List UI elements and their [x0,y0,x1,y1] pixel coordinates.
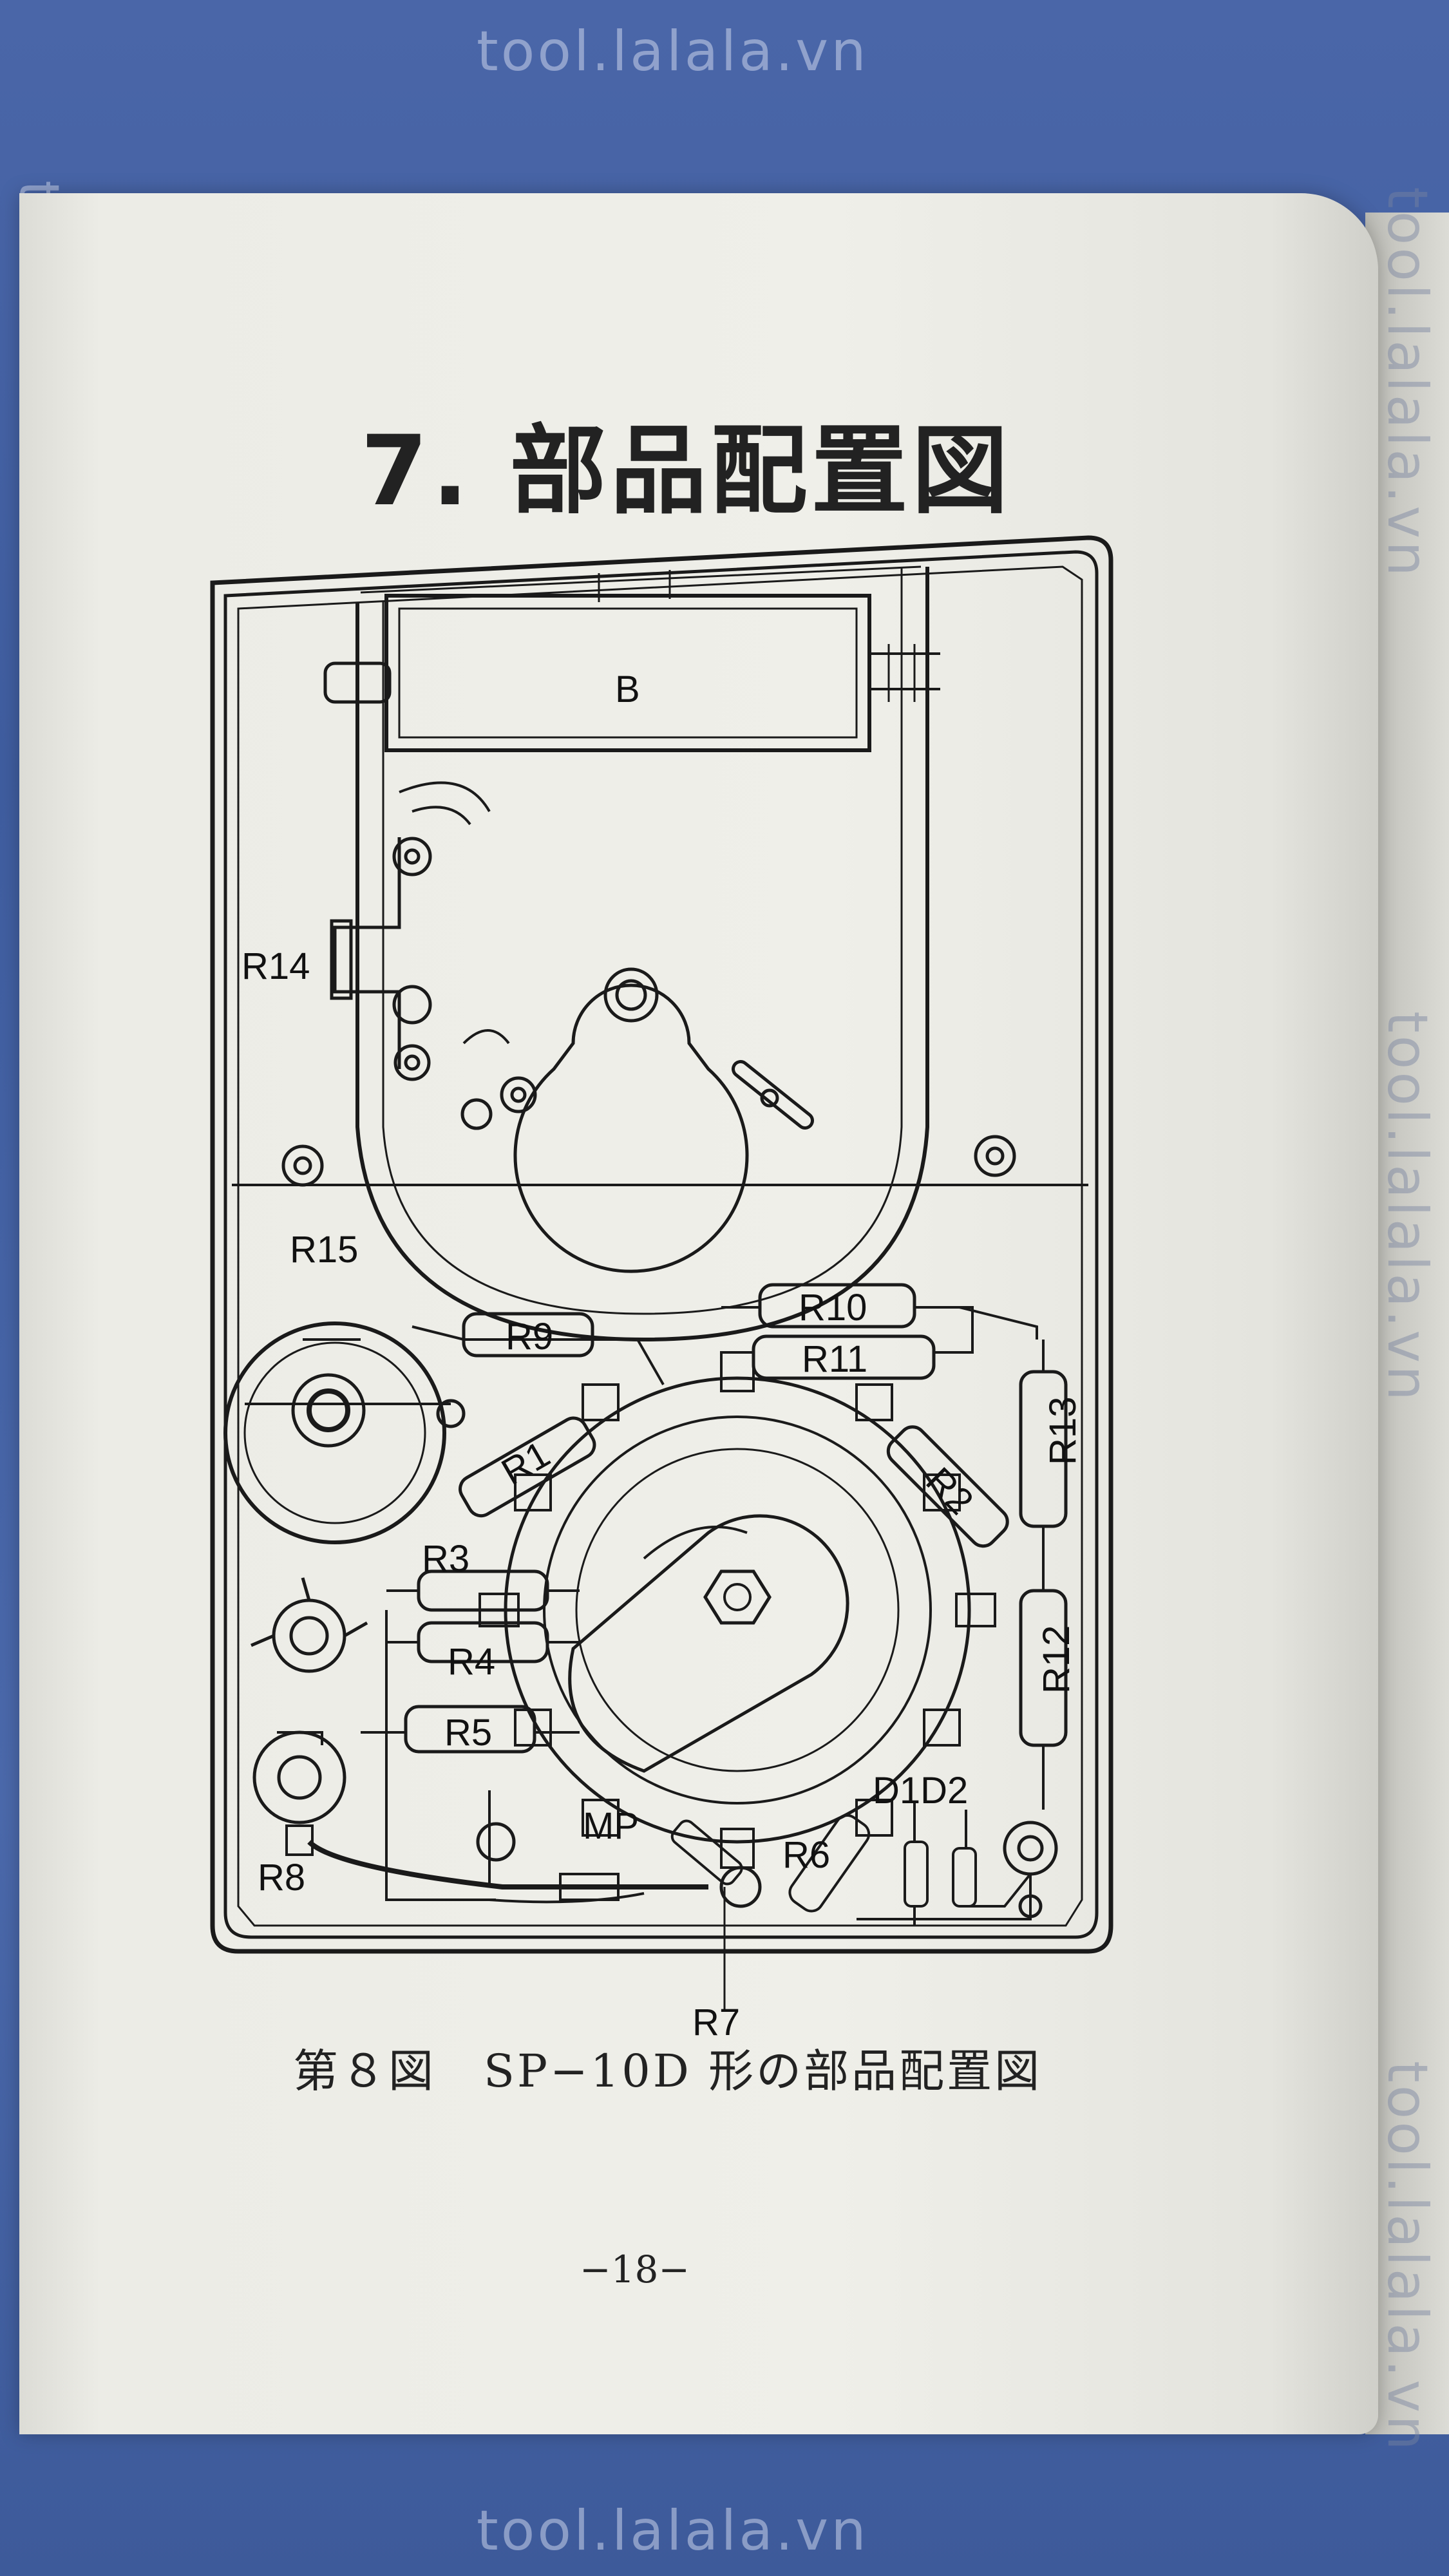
book-page [19,193,1378,2434]
label-r4: R4 [448,1641,495,1683]
label-r7: R7 [692,2002,740,2043]
label-r10: R10 [799,1287,867,1329]
label-r11: R11 [802,1338,867,1380]
label-r15: R15 [290,1229,358,1271]
label-r6: R6 [782,1834,830,1876]
label-r12: R12 [1036,1625,1077,1694]
label-r5: R5 [444,1712,492,1754]
watermark-right-1: tool.lalala.vn [1375,187,1439,579]
label-r2: R2 [918,1459,981,1522]
label-mp: MP [583,1805,639,1847]
next-page-edge [1365,213,1449,2434]
figure-caption: 第８図 SP−10D 形の部品配置図 [293,2045,1043,2098]
watermark-right-3: tool.lalala.vn [1375,2061,1439,2453]
label-d1d2: D1D2 [873,1770,968,1812]
page-title: 7. 部品配置図 [361,415,1012,527]
label-r13: R13 [1042,1397,1084,1465]
watermark-top: tool.lalala.vn [477,19,869,84]
label-battery: B [615,668,640,710]
watermark-right-2: tool.lalala.vn [1375,1011,1439,1403]
label-r1: R1 [495,1433,557,1493]
label-r3: R3 [422,1538,469,1580]
watermark-bottom: tool.lalala.vn [477,2499,869,2563]
page-number: −18− [580,2248,690,2291]
label-r8: R8 [258,1857,305,1899]
label-r14: R14 [242,945,310,987]
label-r9: R9 [506,1316,553,1358]
